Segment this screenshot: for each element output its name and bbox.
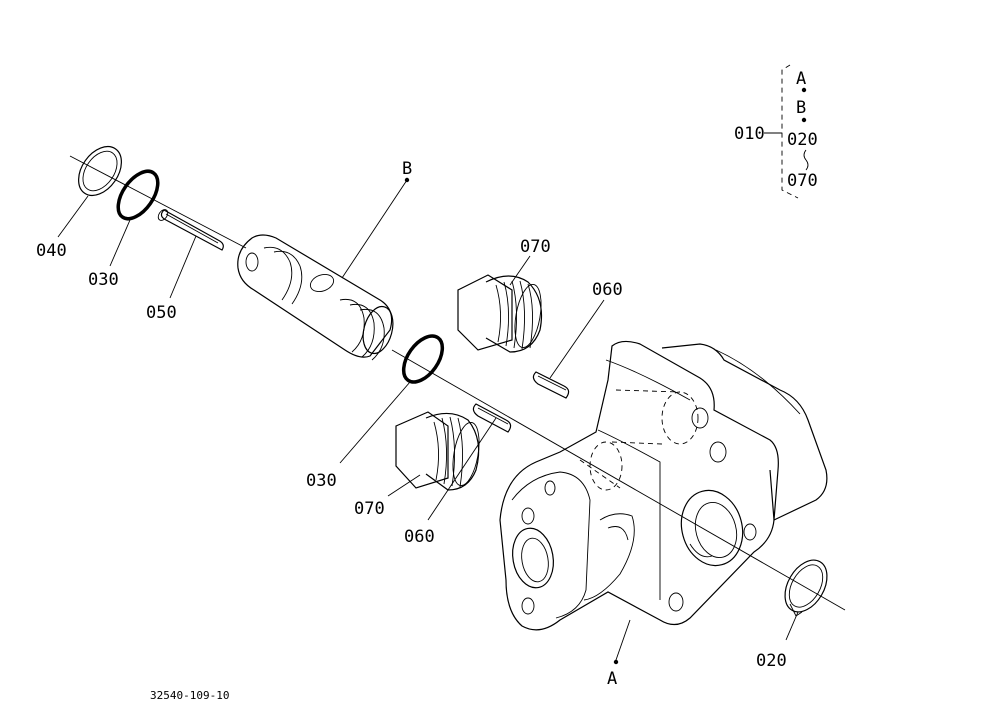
- label-020: 020: [756, 651, 787, 671]
- axis-line: [69, 155, 247, 249]
- o-ring-030-middle: [401, 334, 445, 384]
- ref-a: A: [607, 669, 617, 689]
- legend-part-020: 020: [787, 130, 818, 150]
- plug-070-upper: [457, 274, 543, 353]
- legend-part-010: 010: [734, 124, 765, 144]
- plug-070-lower: [395, 411, 480, 491]
- label-030-upper: 030: [88, 270, 119, 290]
- label-060-upper: 060: [592, 280, 623, 300]
- assembly-legend: A B 020 070 010: [734, 64, 818, 199]
- legend-ref-b: B: [796, 98, 806, 118]
- label-060-lower: 060: [404, 527, 435, 547]
- drawing-number: 32540-109-10: [150, 689, 229, 702]
- label-070-upper: 070: [520, 237, 551, 257]
- label-050: 050: [146, 303, 177, 323]
- o-ring-030-upper: [116, 169, 160, 221]
- label-030-middle: 030: [306, 471, 337, 491]
- spool-shaft: [237, 234, 394, 361]
- label-040: 040: [36, 241, 67, 261]
- legend-part-070: 070: [787, 171, 818, 191]
- valve-housing: [499, 340, 828, 631]
- snap-ring-040: [78, 145, 122, 197]
- ref-b: B: [402, 159, 412, 179]
- legend-ref-a: A: [796, 69, 806, 89]
- pin-060-upper: [532, 371, 570, 399]
- label-070-lower: 070: [354, 499, 385, 519]
- pin-060-lower: [472, 403, 512, 433]
- pin-050: [157, 209, 224, 251]
- snap-ring-020: [784, 559, 828, 617]
